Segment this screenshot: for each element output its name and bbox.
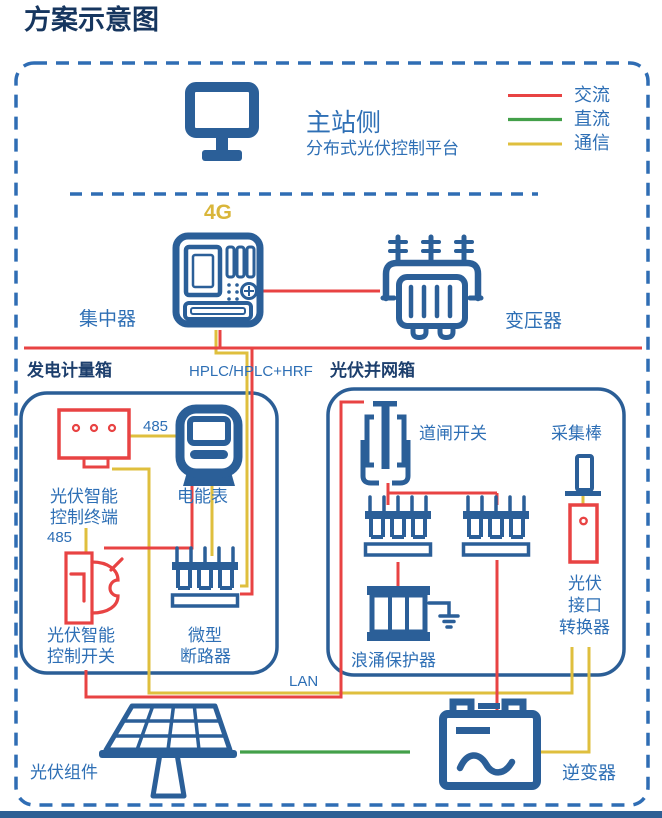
pv-control-terminal-icon [57,408,131,469]
collector-rod-label: 采集棒 [551,424,602,443]
monitor-icon [185,82,259,161]
surge-protector-icon [367,586,460,641]
grid-box-outline [326,387,626,677]
outer-dashed-border [14,61,650,807]
gate-switch-icon [360,401,411,486]
legend-ac-label: 交流 [574,85,610,105]
pv-interface-converter-icon [568,503,599,564]
pv-terminal-label-line1: 光伏智能 [50,487,118,506]
meter-label: 电能表 [177,487,228,506]
bottom-bar [0,811,662,818]
energy-meter-icon [175,404,243,486]
comm-wires [84,142,591,754]
grid-breaker-right-icon [461,495,531,557]
dc-wires [240,117,562,754]
pv-module-icon [99,703,237,799]
ac-wires [24,94,642,710]
surge-protector-label: 浪涌保护器 [351,651,436,670]
pv-switch-label-line1: 光伏智能 [47,626,115,645]
rs485-a-label: 485 [143,418,169,435]
transformer-label: 变压器 [505,311,563,332]
rs485-b-label: 485 [47,529,73,546]
concentrator-label: 集中器 [79,309,137,330]
page-title: 方案示意图 [24,5,159,35]
lan-label: LAN [289,673,319,690]
pv-control-switch-icon [64,551,124,625]
pv-terminal-label-line2: 控制终端 [50,508,118,527]
plc-label: HPLC/HPLC+HRF [189,363,313,380]
gate-switch-label: 道闸开关 [419,424,487,443]
converter-label-line2: 接口 [568,596,602,615]
transformer-icon [380,234,484,341]
inverter-label: 逆变器 [562,763,616,783]
converter-label-line3: 转换器 [559,618,610,637]
grid-breaker-left-icon [363,495,433,557]
pv-switch-label-line2: 控制开关 [47,647,115,666]
legend-comm-label: 通信 [574,133,610,153]
wireless-4g-label: 4G [204,201,233,224]
master-station-label: 主站侧 [306,109,382,137]
platform-label: 分布式光伏控制平台 [306,139,459,158]
metering-box-label: 发电计量箱 [27,361,112,380]
legend-dc-label: 直流 [574,109,610,129]
concentrator-icon [172,232,264,328]
breaker-label-line2: 断路器 [180,647,231,666]
converter-label-line1: 光伏 [568,574,602,593]
collector-rod-icon [565,454,601,496]
breaker-label-line1: 微型 [188,626,222,645]
ground-symbol [427,601,460,629]
pv-module-label: 光伏组件 [30,763,98,782]
grid-box-label: 光伏并网箱 [330,361,415,380]
inverter-icon [439,698,541,790]
mini-breaker-icon [170,546,240,608]
